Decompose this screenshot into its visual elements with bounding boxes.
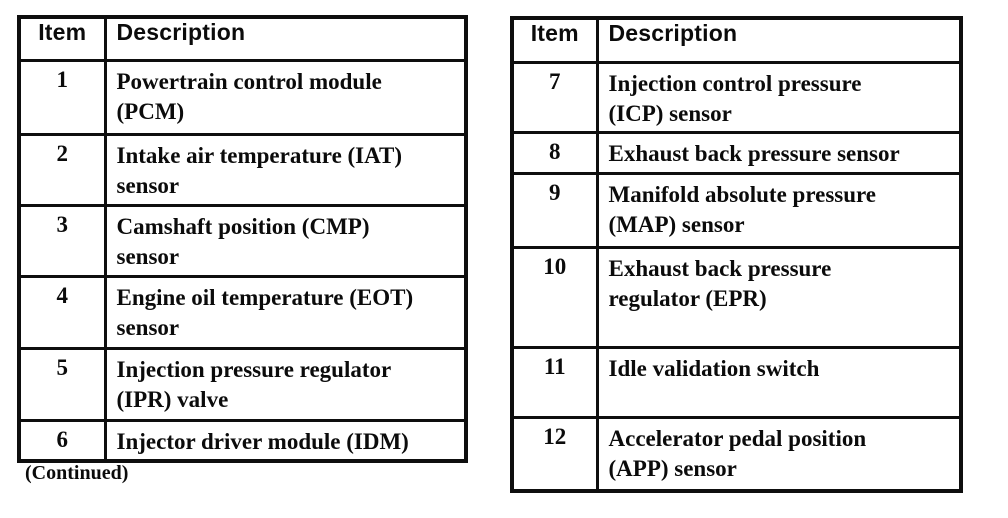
table-row: 5 Injection pressure regulator (IPR) val… — [17, 346, 468, 422]
item-number: 11 — [510, 345, 599, 419]
item-column-header: Item — [17, 15, 107, 62]
item-number: 10 — [510, 245, 599, 349]
item-column-header: Item — [510, 16, 599, 64]
item-description: Intake air temperature (IAT) sensor — [103, 132, 468, 207]
item-number: 12 — [510, 415, 599, 493]
item-number: 4 — [17, 274, 107, 350]
description-column-header: Description — [595, 16, 963, 64]
parts-table-items-1-6: Item Description 1 Powertrain control mo… — [17, 15, 468, 463]
item-description: Exhaust back pressure sensor — [595, 130, 963, 175]
item-number: 6 — [17, 418, 107, 463]
table-row: 11 Idle validation switch — [510, 345, 963, 419]
item-description: Injection control pressure (ICP) sensor — [595, 60, 963, 134]
parts-table-items-7-12: Item Description 7 Injection control pre… — [510, 16, 963, 493]
item-number: 2 — [17, 132, 107, 207]
item-description: Injection pressure regulator (IPR) valve — [103, 346, 468, 422]
item-description: Idle validation switch — [595, 345, 963, 419]
continued-note: (Continued) — [25, 462, 129, 484]
item-number: 5 — [17, 346, 107, 422]
table-row: 12 Accelerator pedal position (APP) sens… — [510, 415, 963, 493]
table-row: 1 Powertrain control module (PCM) — [17, 58, 468, 136]
item-description: Accelerator pedal position (APP) sensor — [595, 415, 963, 493]
table-row: 10 Exhaust back pressure regulator (EPR) — [510, 245, 963, 349]
table-row: 7 Injection control pressure (ICP) senso… — [510, 60, 963, 134]
table-header-row: Item Description — [510, 16, 963, 64]
item-number: 8 — [510, 130, 599, 175]
item-number: 1 — [17, 58, 107, 136]
table-header-row: Item Description — [17, 15, 468, 62]
item-description: Manifold absolute pressure (MAP) sensor — [595, 171, 963, 249]
item-description: Engine oil temperature (EOT) sensor — [103, 274, 468, 350]
table-row: 3 Camshaft position (CMP) sensor — [17, 203, 468, 278]
description-column-header: Description — [103, 15, 468, 62]
item-description: Powertrain control module (PCM) — [103, 58, 468, 136]
item-description: Camshaft position (CMP) sensor — [103, 203, 468, 278]
item-number: 7 — [510, 60, 599, 134]
table-row: 4 Engine oil temperature (EOT) sensor — [17, 274, 468, 350]
table-row: 2 Intake air temperature (IAT) sensor — [17, 132, 468, 207]
table-row: 8 Exhaust back pressure sensor — [510, 130, 963, 175]
table-row: 9 Manifold absolute pressure (MAP) senso… — [510, 171, 963, 249]
item-description: Exhaust back pressure regulator (EPR) — [595, 245, 963, 349]
item-number: 3 — [17, 203, 107, 278]
table-row: 6 Injector driver module (IDM) — [17, 418, 468, 463]
item-number: 9 — [510, 171, 599, 249]
item-description: Injector driver module (IDM) — [103, 418, 468, 463]
